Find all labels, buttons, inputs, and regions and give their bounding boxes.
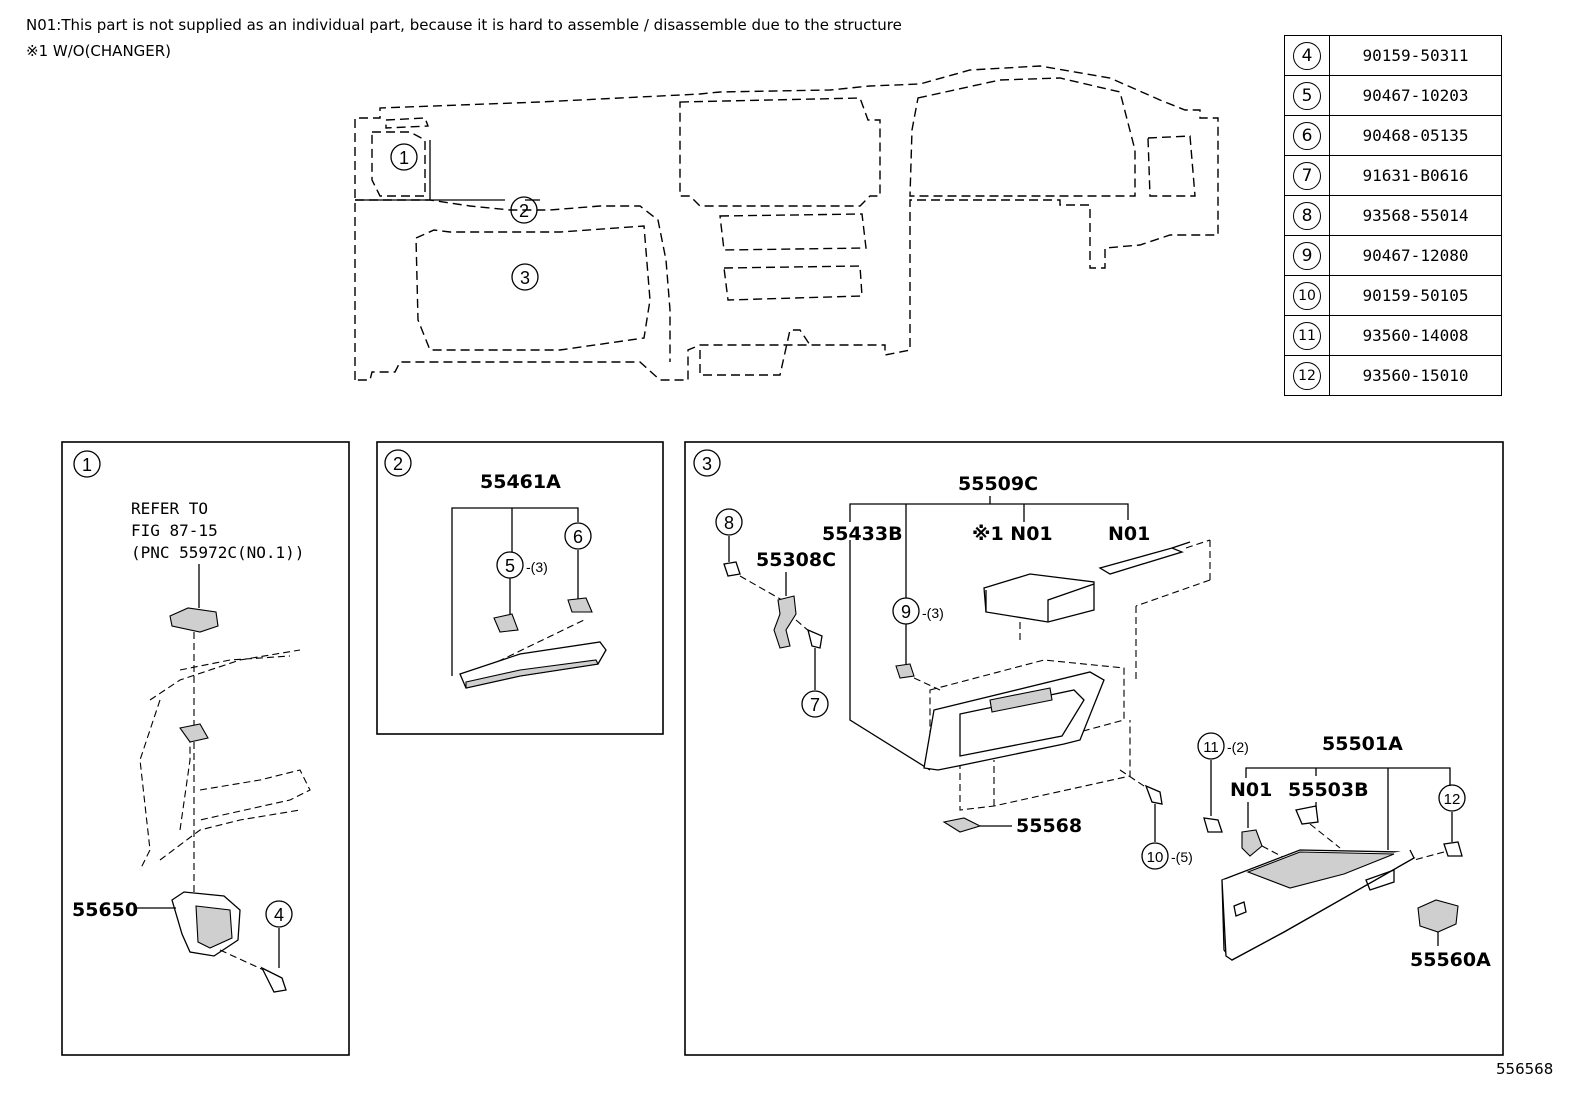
panel-2: 2 55461A 5 -(3) 6: [376, 441, 664, 735]
n01-label-c: N01: [1230, 779, 1272, 801]
panel-3-id: 3: [702, 454, 712, 474]
screw-12: [1443, 841, 1463, 857]
parts-table-ref-cell: 10: [1284, 275, 1330, 316]
screw-10: [1144, 784, 1163, 805]
ref-number-circle: 4: [1293, 41, 1321, 70]
panel-2-ref-6: 6: [573, 527, 583, 547]
screw-4: [260, 966, 287, 993]
part-number-cell: 90468-05135: [1329, 115, 1502, 156]
part-number-cell: 93560-14008: [1329, 315, 1502, 356]
clip-9: [895, 663, 915, 679]
panel-3-ref-11: 11: [1203, 739, 1219, 756]
clip-6: [567, 597, 593, 613]
ref-number-circle: 10: [1293, 281, 1321, 310]
part-number-cell: 93568-55014: [1329, 195, 1502, 236]
n01-note: N01:This part is not supplied as an indi…: [26, 16, 902, 34]
screw-11: [1203, 817, 1223, 833]
stopper-55503b: [1295, 805, 1319, 825]
part-55568-label: 55568: [1016, 815, 1082, 837]
part-number-cell: 90467-10203: [1329, 75, 1502, 116]
panel-3-ref-11-qty: -(2): [1227, 739, 1249, 755]
figure-number: 556568: [1496, 1060, 1554, 1078]
overview-callout-2: 2: [510, 196, 538, 224]
bracket-55308c: [773, 595, 797, 649]
refer-to-line1: REFER TO: [131, 499, 208, 518]
dashboard-overview: 1 2 3: [354, 65, 1219, 381]
panel-3-ref-7: 7: [810, 695, 820, 715]
panel-2-id: 2: [393, 454, 403, 474]
parts-table-ref-cell: 5: [1284, 75, 1330, 116]
changer-cover: [983, 573, 1095, 623]
panel-1: 1 REFER TO FIG 87-15 (PNC 55972C(NO.1)) …: [61, 441, 350, 1056]
parts-table-row: 12 93560-15010: [1284, 355, 1502, 396]
part-number-cell: 91631-B0616: [1329, 155, 1502, 196]
overview-callout-1-label: 1: [399, 148, 409, 168]
screw-8: [723, 561, 741, 577]
parts-table-ref-cell: 6: [1284, 115, 1330, 156]
parts-table-ref-cell: 7: [1284, 155, 1330, 196]
panel-3-ref-8: 8: [724, 513, 734, 533]
part-55503b-label: 55503B: [1288, 779, 1369, 801]
part-number-cell: 93560-15010: [1329, 355, 1502, 396]
changer-note: ※1 W/O(CHANGER): [26, 42, 172, 60]
screw-7: [807, 628, 823, 649]
ref-number-circle: 6: [1293, 121, 1321, 150]
part-55308c-label: 55308C: [756, 549, 836, 571]
trim-strip-n01: [1098, 547, 1184, 575]
part-55433b-label: 55433B: [822, 523, 903, 545]
parts-table-row: 8 93568-55014: [1284, 195, 1502, 236]
panel-1-ref-4: 4: [274, 905, 284, 925]
overview-callout-3: 3: [511, 263, 539, 291]
ref-number-circle: 7: [1293, 161, 1321, 190]
ref-number-circle: 11: [1293, 321, 1321, 350]
panel-3: 3 55509C 55433B ※1 N01 N01 8 55308C: [684, 441, 1504, 1056]
parts-table-ref-cell: 11: [1284, 315, 1330, 356]
part-55461a-label: 55461A: [480, 471, 561, 493]
part-55650-label: 55650: [72, 899, 138, 921]
parts-table-row: 11 93560-14008: [1284, 315, 1502, 356]
hinge-n01: [1241, 829, 1263, 857]
striker-55568: [942, 817, 982, 833]
overview-callout-1: 1: [390, 143, 418, 171]
panel-3-ref-10: 10: [1147, 849, 1164, 866]
glove-box-frame-55433b: [923, 671, 1105, 771]
part-55501a-label: 55501A: [1322, 733, 1403, 755]
parts-table-row: 5 90467-10203: [1284, 75, 1502, 116]
latch-55560a: [1417, 899, 1459, 933]
panel-2-ref-5-qty: -(3): [526, 559, 548, 575]
ref-number-circle: 8: [1293, 201, 1321, 230]
clip-5: [493, 613, 519, 633]
ref-number-circle: 12: [1293, 361, 1321, 390]
panel-3-ref-9: 9: [901, 602, 911, 622]
ref-number-circle: 5: [1293, 81, 1321, 110]
n01-changer-label: ※1 N01: [972, 523, 1053, 545]
panel-3-ref-12: 12: [1444, 791, 1461, 808]
refer-to-line2: FIG 87-15: [131, 521, 218, 540]
parts-table-ref-cell: 12: [1284, 355, 1330, 396]
parts-table-ref-cell: 4: [1284, 35, 1330, 76]
parts-table-row: 6 90468-05135: [1284, 115, 1502, 156]
parts-table-row: 7 91631-B0616: [1284, 155, 1502, 196]
panel-3-ref-9-qty: -(3): [922, 605, 944, 621]
n01-label-b: N01: [1108, 523, 1150, 545]
part-55509c-label: 55509C: [958, 473, 1038, 495]
panel-2-ref-5: 5: [505, 556, 515, 576]
panel-3-ref-10-qty: -(5): [1171, 849, 1193, 865]
panel-1-id: 1: [82, 455, 92, 475]
refer-to-line3: (PNC 55972C(NO.1)): [131, 543, 304, 562]
ref-number-circle: 9: [1293, 241, 1321, 270]
overview-callout-2-label: 2: [519, 201, 529, 221]
part-55560a-label: 55560A: [1410, 949, 1491, 971]
overview-callout-3-label: 3: [520, 268, 530, 288]
vent-clip: [169, 607, 219, 633]
